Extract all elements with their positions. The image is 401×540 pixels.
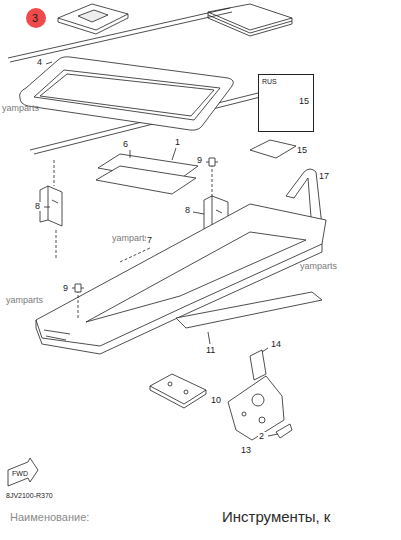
callout-number: 13 [240, 446, 252, 455]
bolt [206, 158, 218, 198]
rubber-block [250, 350, 266, 380]
main-tray [36, 204, 326, 354]
leader-line [262, 348, 268, 352]
forward-arrow [8, 458, 38, 486]
callout-number: 10 [210, 396, 222, 405]
callout-number: 9 [196, 156, 203, 165]
leader-line [44, 207, 50, 208]
leader-line [208, 332, 210, 344]
callout-number: 15 [296, 146, 308, 155]
manual-book [208, 4, 292, 36]
warning-sticker [250, 140, 296, 158]
callout-number: 15 [299, 97, 309, 106]
field-caption: Наименование: [10, 512, 89, 523]
label-stickers [96, 148, 198, 194]
highlight-badge [26, 8, 46, 28]
language-box: RUS 15 [258, 74, 314, 132]
watermark: yamparts [300, 262, 337, 271]
callout-number: 14 [270, 340, 282, 349]
cover-part [58, 4, 128, 34]
callout-number: 17 [318, 172, 330, 181]
callout-number: 3 [32, 13, 38, 24]
field-value: Инструменты, к [222, 509, 330, 524]
screw [268, 424, 292, 438]
language-tag: RUS [262, 78, 277, 85]
strip-bar [176, 292, 322, 328]
tape-strip [8, 8, 230, 58]
tape-strip [10, 12, 232, 62]
callout-number: 2 [258, 432, 265, 441]
callout-number: 6 [122, 140, 129, 149]
seal-frame [20, 57, 234, 130]
callout-number: 8 [34, 202, 41, 211]
watermark: yamparts [112, 234, 149, 243]
leader-line [193, 212, 204, 214]
callout-number: 4 [36, 58, 43, 67]
drawing-code: 8JV2100-R370 [6, 492, 53, 499]
mount-plate [150, 374, 206, 408]
side-bracket [228, 376, 284, 440]
watermark: yamparts [2, 104, 39, 113]
callout-number: 9 [62, 284, 69, 293]
leader-line [46, 62, 52, 64]
callout-number: 8 [184, 206, 191, 215]
callout-number: 11 [205, 346, 216, 355]
callout-number: 7 [146, 236, 153, 245]
callout-number: 1 [174, 138, 181, 147]
watermark: yamparts [6, 296, 43, 305]
clip [40, 160, 62, 260]
bolt [72, 284, 84, 318]
arrow-text: FWD [12, 470, 28, 477]
